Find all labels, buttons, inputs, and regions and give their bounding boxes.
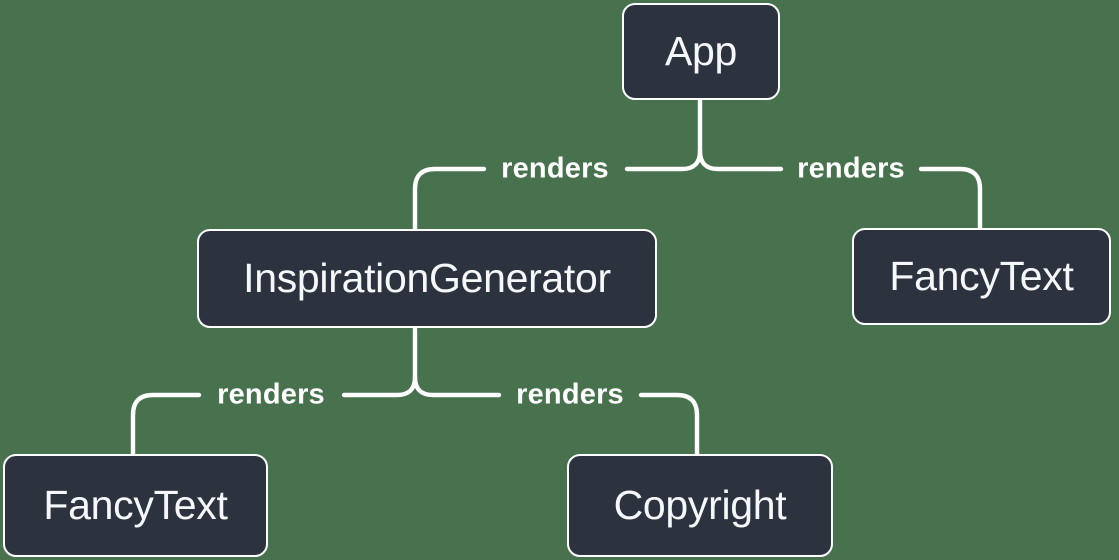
edge-label-renders-app-inspiration: renders [501, 152, 609, 185]
edge-app-fancytext-line [918, 166, 983, 232]
node-inspiration-generator-label: InspirationGenerator [243, 255, 611, 301]
node-inspiration-generator: InspirationGenerator [197, 229, 657, 328]
node-copyright: Copyright [567, 454, 833, 557]
node-app: App [622, 3, 780, 100]
edge-app-fancytext-line [697, 148, 784, 172]
node-copyright-label: Copyright [613, 482, 787, 528]
edge-inspiration-copyright-line [412, 374, 502, 398]
node-app-label: App [664, 28, 738, 74]
edge-app-inspiration-line [624, 97, 703, 172]
edge-label-renders-inspiration-copyright: renders [516, 378, 624, 411]
node-fancy-text-top-label: FancyText [889, 253, 1074, 299]
edge-label-renders-app-fancytext: renders [797, 152, 905, 185]
node-fancy-text-bottom: FancyText [3, 454, 268, 557]
node-fancy-text-top: FancyText [852, 228, 1111, 325]
edge-inspiration-copyright-line [638, 392, 700, 458]
node-fancy-text-bottom-label: FancyText [43, 482, 228, 528]
edge-app-inspiration-line [412, 166, 487, 233]
edge-inspiration-fancytext-line [130, 392, 202, 458]
edge-label-renders-inspiration-fancytext: renders [217, 378, 325, 411]
edge-inspiration-fancytext-line [341, 326, 418, 398]
